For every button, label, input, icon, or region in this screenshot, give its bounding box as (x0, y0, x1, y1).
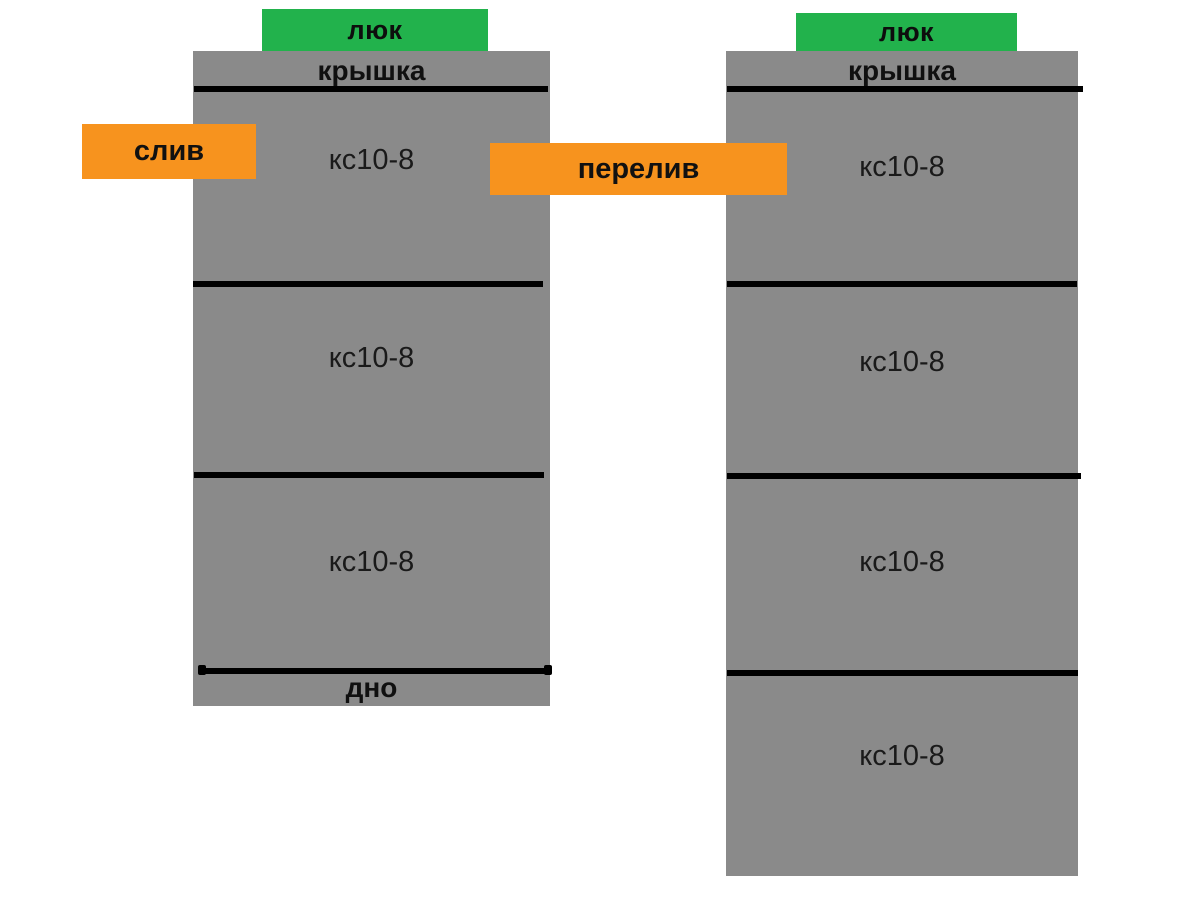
right-tank-divider-2 (727, 473, 1081, 479)
overflow-pipe: перелив (490, 143, 787, 195)
left-tank-divider-cover (194, 86, 548, 92)
left-tank-ring-label-2: кс10-8 (328, 342, 415, 374)
left-tank-hatch: люк (262, 9, 488, 52)
left-tank-divider-bottom (198, 665, 552, 675)
drain-pipe: слив (82, 124, 256, 179)
left-tank-divider-1 (193, 281, 543, 287)
right-tank-divider-3 (727, 670, 1078, 676)
left-tank-ring-label-1: кс10-8 (328, 144, 415, 176)
left-tank-cover-label: крышка (317, 55, 426, 86)
overflow-pipe-label: перелив (577, 152, 700, 185)
right-tank-ring-label-2: кс10-8 (859, 346, 945, 378)
drain-pipe-label: слив (133, 135, 205, 167)
right-tank-cover-label: крышка (848, 55, 956, 86)
left-tank-hatch-label: люк (347, 15, 403, 45)
right-tank-ring-label-4: кс10-8 (859, 740, 945, 772)
right-tank-hatch: люк (796, 13, 1017, 52)
right-tank-ring-label-1: кс10-8 (859, 151, 945, 183)
right-tank-ring-label-3: кс10-8 (859, 546, 945, 578)
left-tank-bottom-label: дно (345, 672, 398, 703)
right-tank-divider-cover (727, 86, 1083, 92)
right-tank-divider-1 (727, 281, 1077, 287)
left-tank-ring-label-3: кс10-8 (328, 546, 415, 578)
left-tank-divider-2 (194, 472, 544, 478)
right-tank-hatch-label: люк (879, 17, 934, 47)
